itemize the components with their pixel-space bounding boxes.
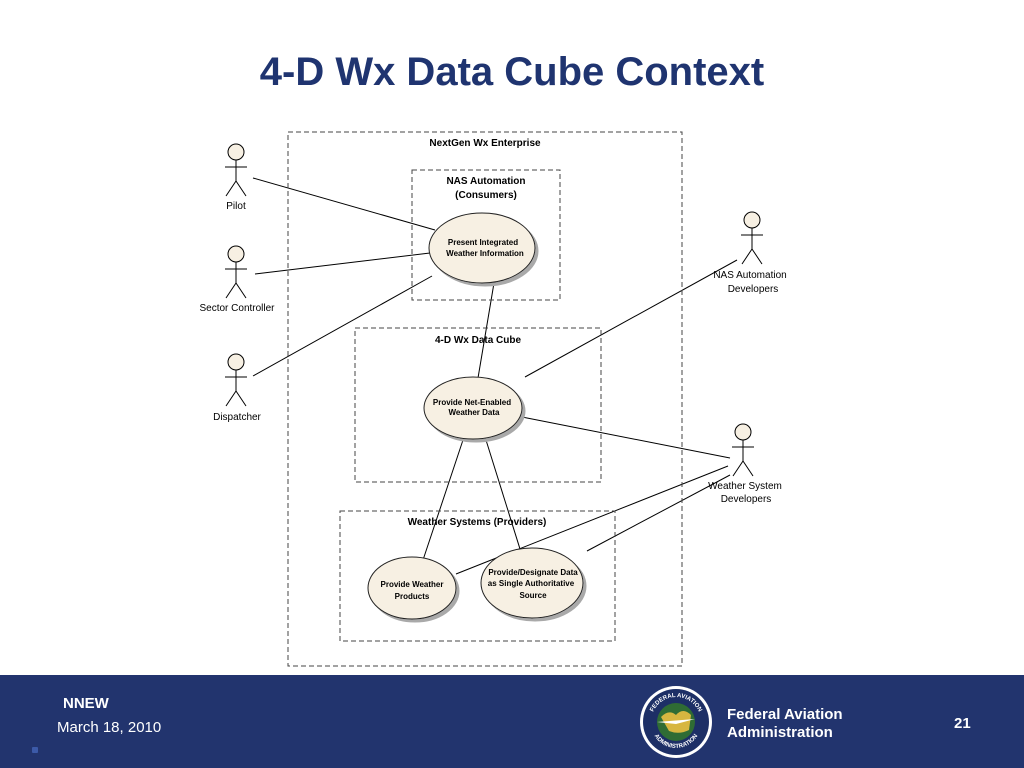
- use-case-designate-source: Provide/Designate Data as Single Authori…: [480, 547, 584, 619]
- actor-sector-controller: Sector Controller: [199, 245, 275, 314]
- use-case-designate-line-1: Provide/Designate Data: [488, 568, 578, 577]
- nas-automation-label-1: NAS Automation: [446, 176, 525, 187]
- slide-title: 4-D Wx Data Cube Context: [259, 50, 765, 94]
- nas-automation-label-2: (Consumers): [455, 190, 517, 201]
- use-case-designate-line-2: as Single Authoritative: [488, 579, 575, 588]
- actor-wx-dev-label-1: Weather System: [708, 481, 782, 492]
- assoc-pilot-present: [252, 177, 436, 231]
- slide-number: 21: [954, 715, 971, 732]
- actor-wx-dev-label-2: Developers: [721, 494, 772, 505]
- use-case-designate-line-3: Source: [519, 591, 547, 600]
- assoc-present-provide-net: [477, 282, 495, 379]
- agency-name-line-1: Federal Aviation: [727, 706, 843, 723]
- weather-systems-label: Weather Systems (Providers): [408, 517, 547, 528]
- actor-icon: [225, 353, 247, 407]
- use-case-diagram: NextGen Wx Enterprise NAS Automation (Co…: [199, 131, 787, 667]
- actor-dispatcher: Dispatcher: [213, 353, 262, 423]
- agency-name: Federal Aviation Administration: [727, 706, 843, 742]
- use-case-provide-weather-products: Provide Weather Products: [367, 556, 457, 620]
- actor-sector-controller-label: Sector Controller: [199, 303, 275, 314]
- assoc-sector-present: [254, 252, 431, 275]
- assoc-provide-net-designate: [485, 439, 521, 550]
- assoc-provide-net-products: [422, 439, 464, 561]
- agency-name-line-2: Administration: [727, 724, 833, 741]
- assoc-dispatcher-present: [252, 275, 433, 377]
- actor-icon: [225, 245, 247, 299]
- actor-dispatcher-label: Dispatcher: [213, 412, 261, 423]
- footer-date: March 18, 2010: [57, 719, 162, 736]
- use-case-provide-net-enabled: Provide Net-Enabled Weather Data: [423, 376, 523, 440]
- actor-pilot-label: Pilot: [226, 201, 246, 212]
- footer-project-name: NNEW: [63, 695, 109, 712]
- actor-icon: [225, 143, 247, 197]
- assoc-wxdev-designate: [586, 474, 731, 552]
- actor-weather-system-developers: Weather System Developers: [708, 423, 782, 505]
- nas-automation-boundary: [411, 169, 561, 301]
- use-case-provide-net-line-1: Provide Net-Enabled: [433, 398, 511, 407]
- data-cube-boundary: [354, 327, 602, 483]
- actor-nas-dev-label-1: NAS Automation: [713, 270, 786, 281]
- actor-icon: [741, 211, 763, 265]
- use-case-provide-net-line-2: Weather Data: [449, 408, 501, 417]
- weather-systems-boundary: [339, 510, 616, 642]
- use-case-present-integrated: Present Integrated Weather Information: [428, 212, 536, 284]
- assoc-provide-net-wxdev: [521, 416, 731, 459]
- use-case-products-line-2: Products: [395, 592, 430, 601]
- assoc-nasdev-provide-net: [524, 259, 738, 378]
- data-cube-label: 4-D Wx Data Cube: [435, 335, 522, 346]
- actor-icon: [732, 423, 754, 477]
- faa-seal-icon: FEDERAL AVIATION ADMINISTRATION: [640, 686, 712, 758]
- enterprise-boundary: [287, 131, 683, 667]
- actor-nas-dev-label-2: Developers: [728, 284, 779, 295]
- enterprise-label: NextGen Wx Enterprise: [429, 138, 541, 149]
- slide-nav-icon[interactable]: [32, 747, 38, 753]
- use-case-present-line-2: Weather Information: [446, 249, 524, 258]
- use-case-products-line-1: Provide Weather: [381, 580, 444, 589]
- actor-pilot: Pilot: [225, 143, 247, 212]
- footer-bar: NNEW March 18, 2010 FEDERAL AVIATION ADM…: [0, 675, 1024, 768]
- actor-nas-automation-developers: NAS Automation Developers: [713, 211, 787, 295]
- use-case-present-line-1: Present Integrated: [448, 238, 518, 247]
